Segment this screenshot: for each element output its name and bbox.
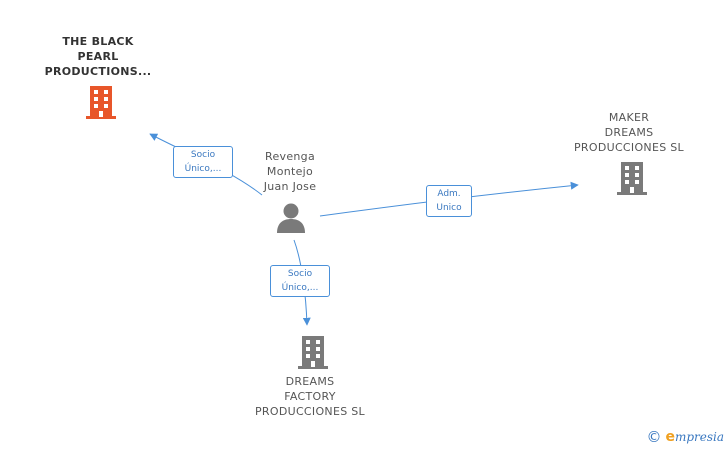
node-label-line: PRODUCCIONES SL [574,141,684,154]
node-label-person[interactable]: Revenga Montejo Juan Jose [240,149,340,194]
edge-label-to-black-pearl[interactable]: Socio Único,... [173,146,233,178]
copyright-symbol: © [646,428,662,446]
edge-label-line: Único,... [281,283,319,293]
node-label-line: FACTORY [284,390,336,403]
node-label-black-pearl[interactable]: THE BLACK PEARL PRODUCTIONS... [30,34,166,79]
node-label-line: Juan Jose [263,180,317,193]
edge-label-to-dreams-factory[interactable]: Socio Único,... [270,265,330,297]
person-icon[interactable] [276,202,306,234]
node-label-line: Montejo [266,165,314,178]
node-label-line: Revenga [265,150,315,163]
node-label-dreams-factory[interactable]: DREAMS FACTORY PRODUCCIONES SL [245,374,375,419]
building-icon[interactable] [297,334,329,370]
footer-brand: © e mpresia [646,428,724,446]
node-label-line: MAKER [608,111,650,124]
edge-label-line: Unico [436,203,462,213]
node-label-line: PRODUCCIONES SL [255,405,365,418]
brand-logo-initial: e [665,429,675,445]
node-label-line: PRODUCTIONS... [44,65,152,78]
node-label-line: THE BLACK [62,35,134,48]
edge-label-line: Socio [190,150,216,160]
edge-label-line: Socio [287,269,313,279]
node-label-line: DREAMS [285,375,335,388]
node-label-line: DREAMS [604,126,654,139]
node-label-line: PEARL [77,50,119,63]
building-icon[interactable] [85,84,117,120]
brand-logo-text: mpresia [674,430,724,444]
node-label-maker-dreams[interactable]: MAKER DREAMS PRODUCCIONES SL [564,110,694,155]
edge-label-line: Único,... [184,164,222,174]
building-icon[interactable] [616,160,648,196]
edge-label-to-maker[interactable]: Adm. Unico [426,185,472,217]
edge-label-line: Adm. [437,189,461,199]
